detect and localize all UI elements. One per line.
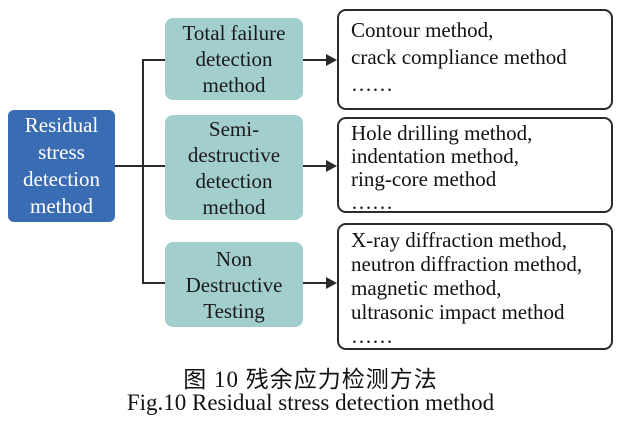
branch-node-semi-destructive: Semi- destructive detection method bbox=[165, 115, 303, 220]
connector-branch-top-line bbox=[142, 59, 165, 61]
leaf-box-semi-destructive-methods: Hole drilling method, indentation method… bbox=[337, 117, 613, 214]
connector-trunk-line bbox=[142, 59, 144, 284]
arrow-line-non-destructive bbox=[303, 282, 329, 284]
arrow-line-semi-destructive bbox=[303, 165, 329, 167]
caption-chinese: 图 10 残余应力检测方法 bbox=[183, 367, 438, 392]
connector-root-line bbox=[115, 165, 165, 167]
root-node-residual-stress: Residual stress detection method bbox=[8, 110, 115, 222]
connector-branch-bottom-line bbox=[142, 282, 165, 284]
branch-node-non-destructive: Non Destructive Testing bbox=[165, 242, 303, 327]
arrowhead-icon bbox=[326, 54, 337, 66]
caption-english: Fig.10 Residual stress detection method bbox=[126, 390, 495, 415]
leaf-box-non-destructive-methods: X-ray diffraction method, neutron diffra… bbox=[337, 223, 613, 350]
arrow-line-total-failure bbox=[303, 59, 329, 61]
leaf-box-total-failure-methods: Contour method, crack compliance method … bbox=[337, 9, 613, 110]
arrowhead-icon bbox=[326, 277, 337, 289]
arrowhead-icon bbox=[326, 160, 337, 172]
branch-node-total-failure: Total failure detection method bbox=[165, 18, 303, 100]
